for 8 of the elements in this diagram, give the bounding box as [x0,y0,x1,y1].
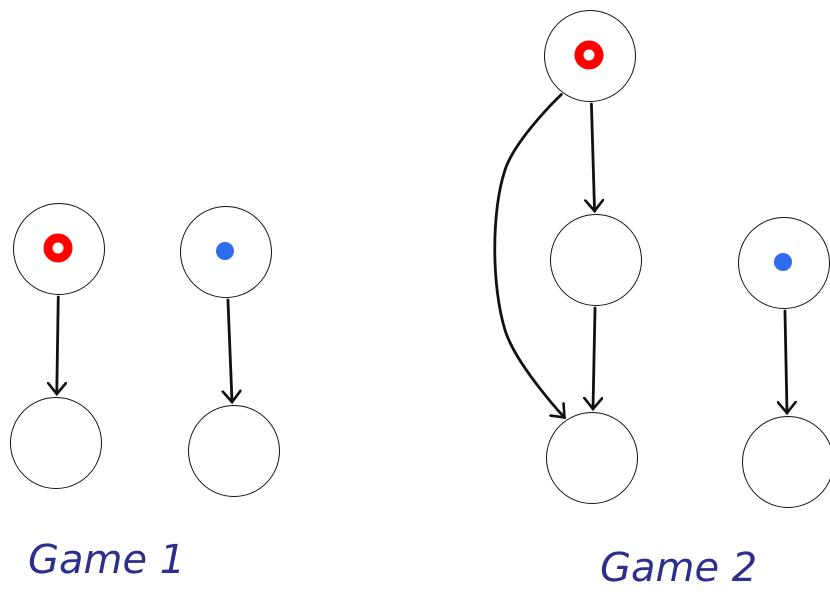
arrow [582,306,604,410]
arrow [776,310,798,414]
game-label: Game 1 [28,540,186,580]
arrow [584,102,605,212]
game-label: Game 2 [600,548,758,588]
arrow [46,296,68,396]
arrow [221,298,242,404]
arrow [493,93,566,419]
